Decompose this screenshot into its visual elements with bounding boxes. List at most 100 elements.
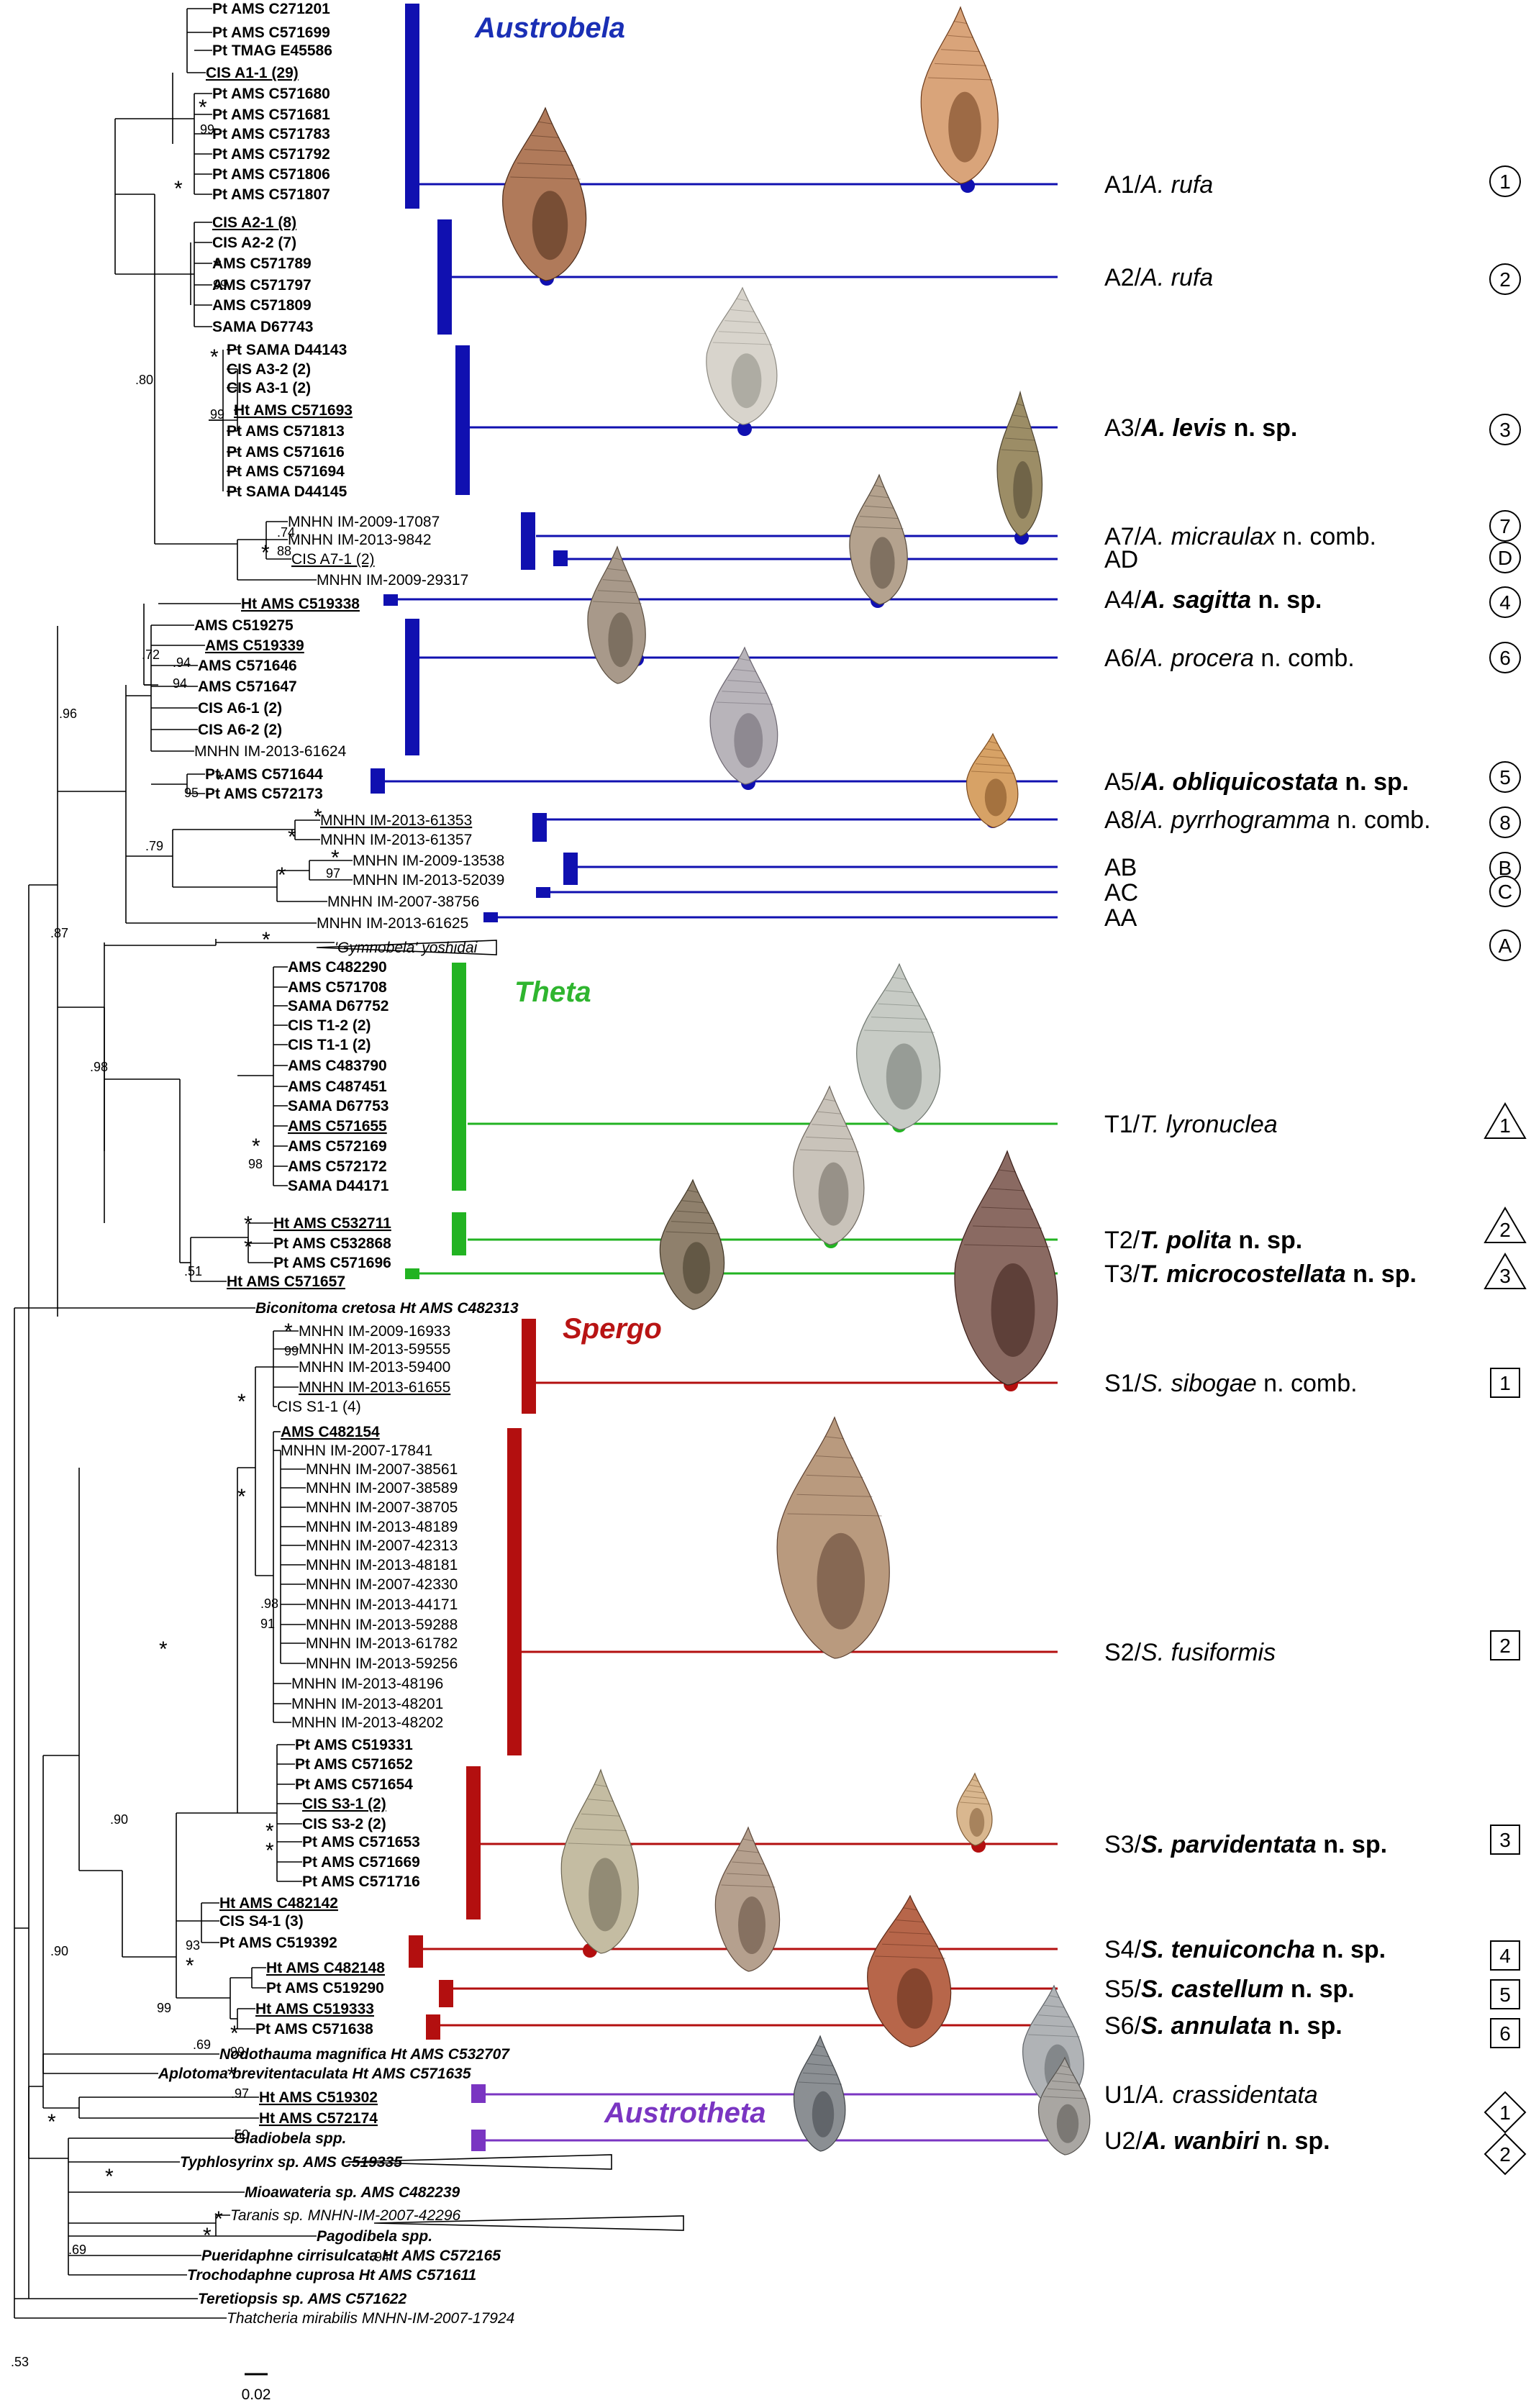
tip-label: CIS S1-1 (4) bbox=[277, 1399, 361, 1415]
clade-code: A6/ bbox=[1104, 645, 1142, 672]
tip-label: Pt AMS C571638 bbox=[255, 2021, 373, 2037]
tip-label: Thatcheria mirabilis MNHN-IM-2007-17924 bbox=[227, 2310, 514, 2327]
support-value: .51 bbox=[184, 1264, 202, 1278]
support-value: .53 bbox=[11, 2355, 29, 2369]
tip-label: AMS C487451 bbox=[288, 1078, 387, 1095]
clade-species: T. lyronuclea bbox=[1140, 1111, 1278, 1138]
clade-marker-triangle: 3 bbox=[1484, 1253, 1527, 1289]
clade-marker-label: 6 bbox=[1499, 2022, 1511, 2045]
clade-marker-label: 5 bbox=[1499, 1984, 1511, 2006]
clade-species: S. fusiformis bbox=[1141, 1639, 1276, 1666]
clade-suffix: n. comb. bbox=[1254, 645, 1355, 672]
tip-label: MNHN IM-2013-61655 bbox=[299, 1379, 450, 1396]
clade-marker-label: 2 bbox=[1499, 268, 1511, 291]
shell-image bbox=[1037, 2056, 1091, 2155]
shell-image bbox=[956, 1772, 993, 1846]
tip-label: AMS C571655 bbox=[288, 1118, 387, 1135]
tip-label: AMS C571708 bbox=[288, 979, 387, 996]
clade-marker-label: 1 bbox=[1499, 171, 1511, 193]
clade-marker-square: 4 bbox=[1490, 1940, 1520, 1971]
support-value: * bbox=[262, 928, 271, 952]
tip-label: CIS A6-1 (2) bbox=[198, 700, 282, 717]
tip-label: Pt AMS C571644 bbox=[205, 766, 323, 783]
tip-label: CIS S4-1 (3) bbox=[219, 1913, 304, 1930]
tip-label: Ht AMS C571657 bbox=[227, 1273, 345, 1290]
support-value: 99 bbox=[200, 122, 214, 137]
support-value: .87 bbox=[50, 926, 68, 940]
clade-marker-label: D bbox=[1498, 547, 1512, 569]
shell-image bbox=[714, 1826, 781, 1972]
tip-label: Gladiobela spp. bbox=[234, 2130, 346, 2147]
tip-label: MNHN IM-2013-48189 bbox=[306, 1519, 458, 1535]
clade-suffix: n. sp. bbox=[1317, 1831, 1387, 1858]
support-value: .94 bbox=[371, 2250, 389, 2264]
clade-code: A3/ bbox=[1104, 414, 1142, 442]
clade-species: S. annulata bbox=[1141, 2012, 1271, 2040]
support-value: .90 bbox=[50, 1944, 68, 1958]
tip-label: MNHN IM-2013-59400 bbox=[299, 1359, 450, 1376]
tip-label: Pagodibela spp. bbox=[317, 2228, 432, 2245]
clade-marker-circle: 5 bbox=[1489, 761, 1521, 793]
clade-species: A. wanbiri bbox=[1142, 2127, 1260, 2155]
clade-species: A. rufa bbox=[1140, 264, 1213, 291]
collapsed-clade-triangle bbox=[316, 940, 497, 955]
clade-code: A5/ bbox=[1104, 768, 1142, 796]
support-value: .74 bbox=[277, 525, 295, 540]
support-value: * bbox=[265, 1839, 274, 1863]
support-values: *99**99.80*99.7488*.9494.72*95.96***97*.… bbox=[11, 96, 389, 2369]
clade-species: T. microcostellata bbox=[1140, 1260, 1346, 1288]
clade-bar bbox=[563, 853, 578, 885]
tip-label: Pt AMS C571694 bbox=[227, 463, 345, 480]
clade-code: A2/ bbox=[1104, 264, 1142, 291]
clade-marker-triangle: 1 bbox=[1484, 1102, 1527, 1139]
clade-bar bbox=[437, 219, 452, 335]
clade-suffix: n. sp. bbox=[1315, 1936, 1386, 1963]
clade-species: A. procera bbox=[1140, 645, 1254, 672]
tip-label: MNHN IM-2013-59288 bbox=[306, 1617, 458, 1633]
tip-label: AMS C482290 bbox=[288, 959, 387, 976]
shell-image bbox=[706, 286, 778, 425]
clade-marker-circle: A bbox=[1489, 930, 1521, 961]
support-value: * bbox=[237, 1485, 246, 1509]
support-value: * bbox=[288, 825, 296, 849]
support-value: 99 bbox=[284, 1344, 299, 1358]
support-value: .97 bbox=[231, 2086, 249, 2101]
clade-label: A3/A. levis n. sp. bbox=[1104, 414, 1297, 442]
shell-image bbox=[856, 963, 941, 1130]
tip-label: MNHN IM-2013-48202 bbox=[291, 1714, 443, 1731]
tip-label: Biconitoma cretosa Ht AMS C482313 bbox=[255, 1300, 519, 1317]
shell-image bbox=[996, 390, 1043, 537]
clade-marker-label: B bbox=[1499, 857, 1512, 879]
tip-label: Taranis sp. MNHN-IM-2007-42296 bbox=[230, 2207, 461, 2224]
tip-label: CIS A6-2 (2) bbox=[198, 722, 282, 738]
tip-label: CIS A2-2 (7) bbox=[212, 235, 296, 251]
shell-image bbox=[793, 2035, 846, 2152]
tip-label: CIS A3-1 (2) bbox=[227, 380, 311, 396]
clade-species: S. tenuiconcha bbox=[1141, 1936, 1315, 1963]
tip-label: CIS A2-1 (8) bbox=[212, 214, 296, 231]
support-value: 94 bbox=[173, 676, 187, 691]
shell-image bbox=[659, 1178, 725, 1310]
support-value: * bbox=[252, 1135, 260, 1158]
support-value: 93 bbox=[186, 1938, 200, 1953]
clade-suffix: n. comb. bbox=[1330, 807, 1431, 834]
support-value: .80 bbox=[135, 373, 153, 387]
clade-marker-label: 7 bbox=[1499, 515, 1511, 537]
tip-label: SAMA D44171 bbox=[288, 1178, 389, 1194]
tip-label: MNHN IM-2007-42330 bbox=[306, 1576, 458, 1593]
tip-label: CIS T1-2 (2) bbox=[288, 1017, 371, 1034]
clade-dot bbox=[737, 422, 752, 436]
support-value: 91 bbox=[260, 1617, 275, 1631]
tip-label: 'Gymnobela' yoshidai bbox=[335, 940, 478, 956]
group-title: Austrotheta bbox=[604, 2097, 766, 2129]
tip-label: MNHN IM-2009-16933 bbox=[299, 1323, 450, 1340]
tip-label: Aplotoma brevitentaculata Ht AMS C571635 bbox=[158, 2066, 471, 2082]
clade-label: AA bbox=[1104, 904, 1137, 932]
clade-bars bbox=[371, 4, 1065, 2151]
clade-marker-circle: D bbox=[1489, 542, 1521, 573]
tip-label: MNHN IM-2013-48196 bbox=[291, 1676, 443, 1692]
clade-marker-triangle: 2 bbox=[1484, 1207, 1527, 1243]
clade-marker-label: C bbox=[1498, 881, 1512, 903]
tip-label: Pt AMS C519392 bbox=[219, 1935, 337, 1951]
